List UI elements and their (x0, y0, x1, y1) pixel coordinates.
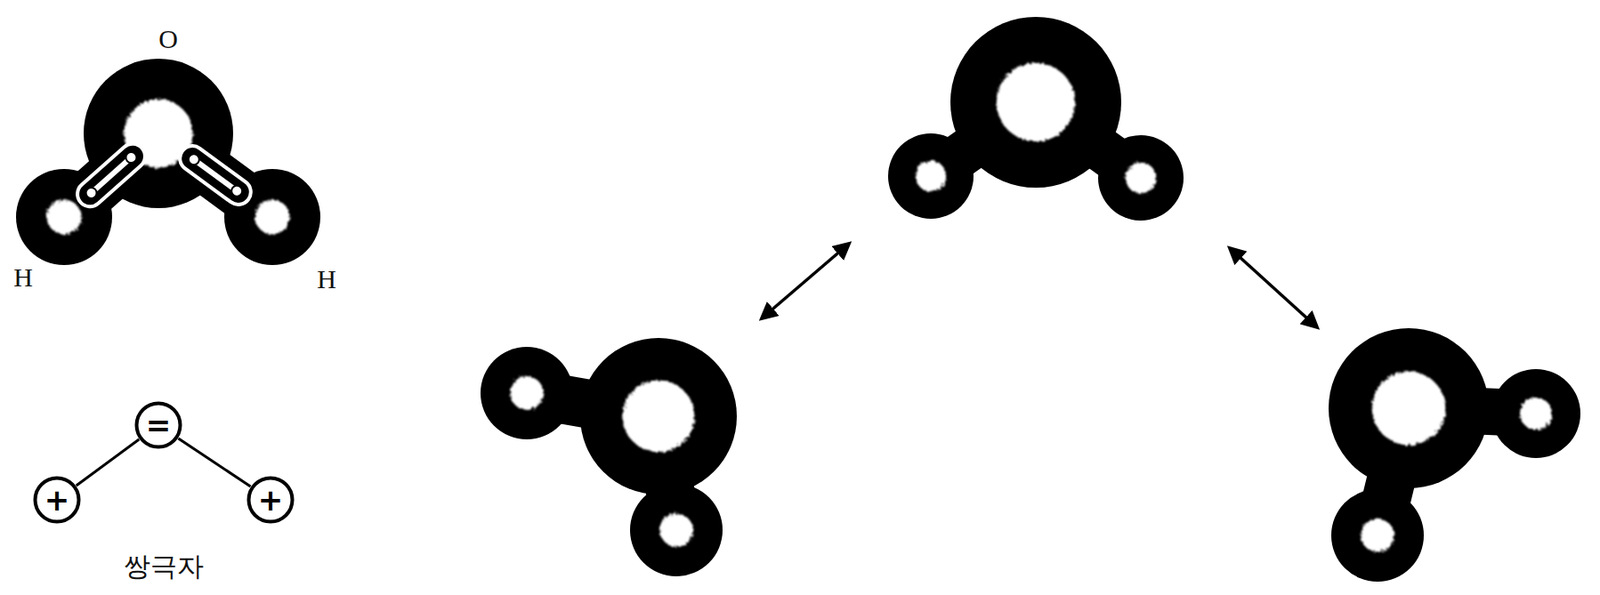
dipole-charge-circle: + (32, 476, 81, 525)
dipole-bond-line (76, 439, 140, 486)
hydrogen-nucleus (1360, 518, 1394, 552)
hydrogen-atom (1491, 369, 1581, 459)
oxygen-nucleus (622, 380, 695, 453)
caption-label: 쌍극자 (123, 549, 204, 586)
atom-label: O (158, 24, 178, 55)
oxygen-atom (580, 338, 737, 495)
atom-label: H (316, 264, 337, 295)
charge-sign: + (44, 484, 71, 516)
charge-sign: = (145, 410, 172, 441)
hydrogen-nucleus (47, 200, 82, 235)
water-molecule (480, 338, 737, 577)
hydrogen-nucleus (255, 200, 291, 235)
electron-pair-bond (72, 138, 150, 212)
hydrogen-nucleus (659, 513, 693, 547)
double-arrow (761, 243, 849, 319)
charge-sign: + (258, 484, 284, 516)
dipole-bond-line (177, 438, 251, 487)
hydrogen-atom (1098, 135, 1184, 221)
hydrogen-nucleus (915, 161, 947, 193)
water-molecule (1328, 328, 1581, 582)
electron-pair-bond (175, 140, 257, 210)
hydrogen-nucleus (509, 376, 543, 410)
hydrogen-atom (1331, 489, 1424, 582)
dipole-charge-circle: = (134, 401, 183, 450)
double-arrow (1229, 248, 1318, 328)
oxygen-atom (1328, 328, 1489, 489)
atom-label: H (13, 262, 33, 293)
water-molecule (888, 16, 1184, 221)
hydrogen-atom (480, 347, 574, 440)
oxygen-nucleus (996, 63, 1075, 142)
hydrogen-nucleus (1519, 397, 1552, 430)
dipole-charge-circle: + (246, 476, 295, 525)
oxygen-atom (950, 16, 1122, 188)
hydrogen-atom (630, 484, 723, 577)
oxygen-nucleus (1372, 371, 1447, 446)
hydrogen-atom (888, 133, 974, 219)
hydrogen-nucleus (1125, 162, 1157, 194)
water-molecule (16, 58, 321, 266)
